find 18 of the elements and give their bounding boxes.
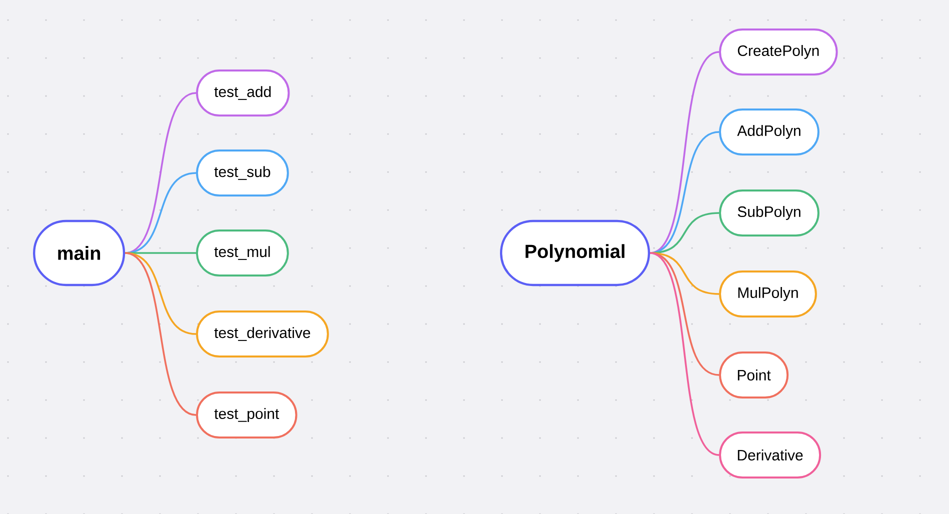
branch-line <box>124 252 196 416</box>
topic-node: CreatePolyn <box>719 28 838 76</box>
root-node: Polynomial <box>500 220 650 286</box>
topic-node: test_mul <box>196 230 289 276</box>
branch-line <box>650 252 720 456</box>
branch-line <box>650 252 720 376</box>
branch-line <box>650 252 720 295</box>
topic-node: test_derivative <box>196 310 329 358</box>
topic-node: test_point <box>196 392 298 438</box>
branch-line <box>125 252 196 254</box>
topic-node: Derivative <box>719 432 822 478</box>
topic-node: test_add <box>196 70 290 116</box>
topic-node: test_sub <box>196 150 289 196</box>
topic-node: SubPolyn <box>719 190 820 236</box>
root-node: main <box>33 220 126 286</box>
topic-node: MulPolyn <box>719 270 817 318</box>
topic-node: AddPolyn <box>719 108 820 156</box>
branch-line <box>124 252 196 335</box>
